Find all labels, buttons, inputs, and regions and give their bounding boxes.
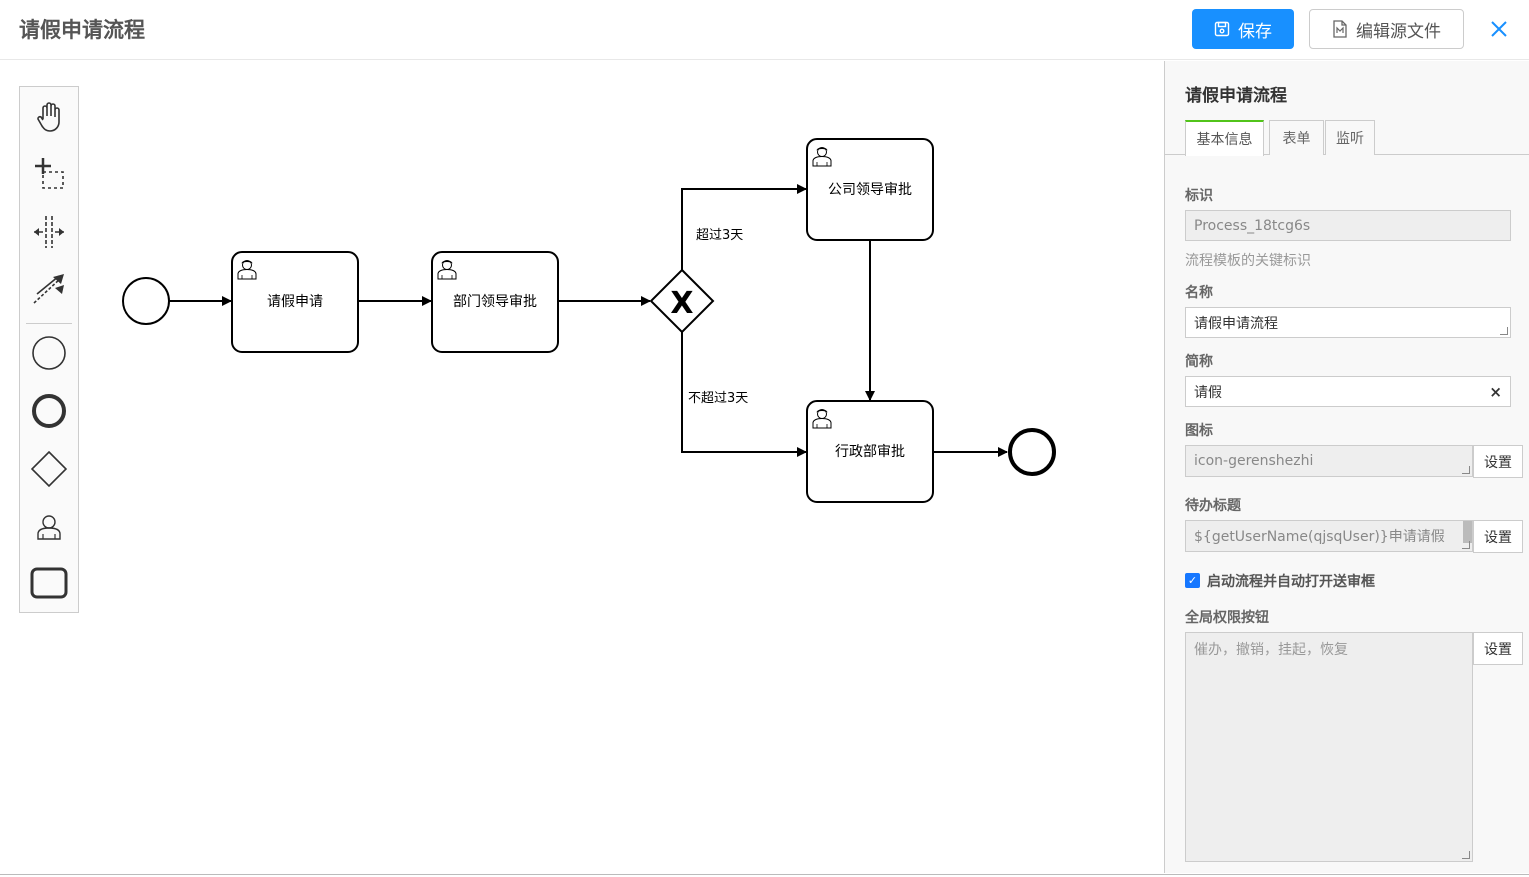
tab-form[interactable]: 表单 xyxy=(1269,120,1324,155)
resize-grip-icon[interactable] xyxy=(1462,851,1470,859)
resize-grip-icon[interactable] xyxy=(1500,327,1508,335)
bpmn-diagram: 请假申请 部门领导审批 公司领导审批 行政部审批 X 超过3天 不超过3天 xyxy=(122,138,1056,503)
task-admin[interactable]: 行政部审批 xyxy=(806,400,934,503)
close-icon xyxy=(1491,21,1507,37)
end-event[interactable] xyxy=(1008,428,1056,476)
user-task-tool-icon[interactable] xyxy=(20,501,78,553)
save-button[interactable]: 保存 xyxy=(1192,9,1294,49)
auto-open-checkbox[interactable]: ✓ xyxy=(1185,573,1200,588)
global-perm-value: 催办，撤销，挂起，恢复 xyxy=(1194,642,1348,658)
file-icon xyxy=(1333,20,1347,38)
exclusive-gateway[interactable]: X xyxy=(649,268,715,334)
gateway-tool-icon[interactable] xyxy=(20,443,78,495)
task-apply[interactable]: 请假申请 xyxy=(231,251,359,353)
flow-label-over[interactable]: 超过3天 xyxy=(696,228,743,243)
task-dept-label: 部门领导审批 xyxy=(453,294,537,310)
global-perm-label: 全局权限按钮 xyxy=(1185,610,1269,626)
flow-gateway-admin[interactable] xyxy=(681,332,807,457)
task-dept[interactable]: 部门领导审批 xyxy=(431,251,559,353)
global-perm-set-button[interactable]: 设置 xyxy=(1473,632,1523,665)
start-event[interactable] xyxy=(122,277,170,325)
panel-title: 请假申请流程 xyxy=(1185,86,1287,106)
icon-set-button[interactable]: 设置 xyxy=(1473,445,1523,478)
name-field[interactable]: 请假申请流程 xyxy=(1185,307,1511,338)
name-label: 名称 xyxy=(1185,285,1213,301)
connect-tool-icon[interactable] xyxy=(20,262,78,314)
todo-title-label: 待办标题 xyxy=(1185,498,1241,514)
resize-grip-icon[interactable] xyxy=(1462,541,1470,549)
icon-value: icon-gerenshezhi xyxy=(1194,453,1314,469)
hand-tool-icon[interactable] xyxy=(20,91,78,143)
edit-source-button[interactable]: 编辑源文件 xyxy=(1309,9,1464,49)
task-admin-label: 行政部审批 xyxy=(835,444,905,460)
id-field[interactable]: Process_18tcg6s xyxy=(1185,210,1511,241)
tab-basic-info[interactable]: 基本信息 xyxy=(1185,120,1264,156)
bottom-divider xyxy=(0,874,1529,875)
gateway-symbol: X xyxy=(670,286,693,321)
name-value: 请假申请流程 xyxy=(1194,315,1278,332)
tab-listener[interactable]: 监听 xyxy=(1325,120,1375,155)
task-company-label: 公司领导审批 xyxy=(828,182,912,198)
todo-title-value: ${getUserName(qjsqUser)}申请请假 xyxy=(1194,529,1445,545)
panel-tabs: 基本信息 表单 监听 xyxy=(1165,118,1529,156)
page-title: 请假申请流程 xyxy=(19,18,145,42)
top-bar: 请假申请流程 保存 编辑源文件 xyxy=(0,0,1529,60)
id-label: 标识 xyxy=(1185,188,1213,204)
tool-palette xyxy=(19,86,79,613)
todo-title-set-button[interactable]: 设置 xyxy=(1473,520,1523,553)
flow-gateway-company[interactable] xyxy=(681,184,807,270)
icon-field[interactable]: icon-gerenshezhi xyxy=(1185,445,1473,477)
task-tool-icon[interactable] xyxy=(20,557,78,609)
id-hint: 流程模板的关键标识 xyxy=(1185,253,1311,269)
save-icon xyxy=(1214,21,1230,37)
short-name-label: 简称 xyxy=(1185,354,1213,370)
end-event-tool-icon[interactable] xyxy=(20,385,78,437)
scrollbar[interactable] xyxy=(1463,521,1472,543)
palette-separator xyxy=(26,323,72,324)
diagram-canvas[interactable]: 请假申请 部门领导审批 公司领导审批 行政部审批 X 超过3天 不超过3天 xyxy=(0,61,1164,873)
close-button[interactable] xyxy=(1484,12,1514,46)
short-name-value: 请假 xyxy=(1194,384,1222,401)
task-apply-label: 请假申请 xyxy=(267,294,323,310)
todo-title-field[interactable]: ${getUserName(qjsqUser)}申请请假 xyxy=(1185,520,1473,552)
clear-icon[interactable]: × xyxy=(1489,382,1502,401)
task-company[interactable]: 公司领导审批 xyxy=(806,138,934,241)
short-name-field[interactable]: 请假 × xyxy=(1185,376,1511,407)
icon-label: 图标 xyxy=(1185,423,1213,439)
resize-grip-icon[interactable] xyxy=(1462,466,1470,474)
properties-panel: 请假申请流程 基本信息 表单 监听 标识 Process_18tcg6s 流程模… xyxy=(1164,61,1529,873)
edit-source-label: 编辑源文件 xyxy=(1356,21,1441,42)
space-tool-icon[interactable] xyxy=(20,206,78,258)
auto-open-label[interactable]: 启动流程并自动打开送审框 xyxy=(1207,574,1375,590)
lasso-tool-icon[interactable] xyxy=(20,148,78,200)
flow-label-not-over[interactable]: 不超过3天 xyxy=(688,391,748,406)
start-event-tool-icon[interactable] xyxy=(20,327,78,379)
global-perm-field[interactable]: 催办，撤销，挂起，恢复 xyxy=(1185,632,1473,862)
save-label: 保存 xyxy=(1238,21,1272,42)
